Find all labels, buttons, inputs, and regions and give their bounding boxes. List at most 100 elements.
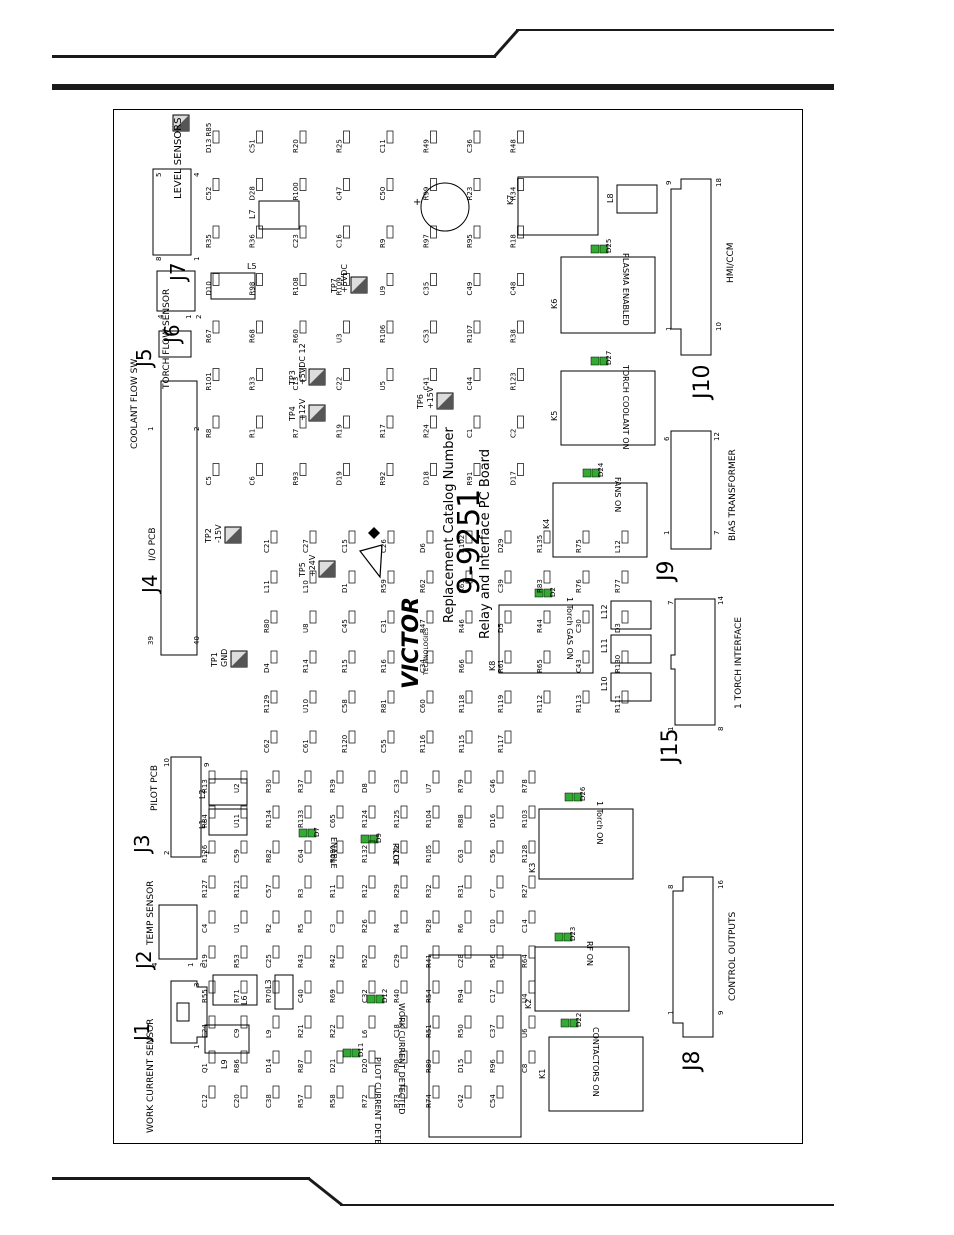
refdes-r109: R109: [336, 273, 350, 296]
svg-text:R124: R124: [361, 809, 369, 828]
refdes-r130: R130: [614, 650, 629, 673]
refdes-r78: R78: [521, 770, 536, 793]
svg-text:R120: R120: [341, 735, 349, 753]
svg-text:D8: D8: [361, 783, 369, 793]
refdes-r93: R93: [292, 463, 307, 486]
refdes-r6: R6: [457, 910, 472, 933]
test-point-name: +15V: [426, 386, 435, 409]
svg-text:R36: R36: [249, 234, 257, 248]
svg-text:7: 7: [713, 531, 721, 535]
connector-j7: J7 LEVEL SENSORS 5 8 1 4: [152, 118, 201, 283]
refdes-r55: R55: [201, 980, 216, 1003]
refdes-r22: R22: [329, 1015, 344, 1038]
refdes-l11: L11: [263, 570, 278, 593]
svg-text:10: 10: [715, 322, 723, 331]
refdes-c10: C10: [489, 910, 504, 933]
svg-text:L11: L11: [263, 580, 271, 593]
svg-text:C53: C53: [423, 329, 431, 343]
refdes-c12: C12: [201, 1085, 216, 1108]
refdes-r121: R121: [233, 875, 248, 898]
refdes-c15: C15: [341, 530, 356, 553]
refdes-d15: D15: [457, 1050, 472, 1073]
svg-text:2: 2: [163, 851, 171, 855]
refdes-c29: C29: [393, 945, 408, 968]
svg-text:PILOT PCB: PILOT PCB: [150, 765, 160, 811]
relay-k8: K8: [488, 604, 594, 674]
refdes-r94: R94: [457, 980, 472, 1003]
svg-text:1: 1: [147, 427, 155, 431]
svg-text:R18: R18: [510, 234, 518, 248]
svg-text:D28: D28: [249, 186, 257, 200]
led-id: D11: [357, 1043, 365, 1057]
refdes-r89: R89: [425, 1050, 440, 1073]
refdes-r69: R69: [329, 980, 344, 1003]
svg-text:HMI/CCM: HMI/CCM: [726, 242, 736, 283]
refdes-d19: D19: [336, 463, 350, 486]
svg-text:C38: C38: [265, 1094, 273, 1108]
refdes-c16: C16: [336, 225, 350, 248]
refdes-r64: R64: [521, 945, 536, 968]
refdes-d3: D3: [614, 610, 629, 633]
svg-text:C39: C39: [497, 579, 505, 593]
svg-text:D29: D29: [497, 539, 505, 553]
svg-text:R37: R37: [297, 779, 305, 793]
svg-text:BIAS TRANSFORMER: BIAS TRANSFORMER: [728, 449, 738, 541]
led-id: D26: [579, 786, 587, 801]
svg-text:C62: C62: [263, 739, 271, 753]
svg-text:R92: R92: [379, 472, 387, 486]
refdes-d28: D28: [249, 178, 263, 201]
connector-j4: J4 I/O PCB 1 2 39 40: [138, 380, 201, 656]
connector-j1: J1 WORK CURRENT SENSOR 3 1: [130, 980, 208, 1133]
svg-text:D4: D4: [263, 663, 271, 673]
svg-text:R87: R87: [297, 1059, 305, 1073]
refdes-u1: U1: [233, 910, 248, 933]
refdes-r38: R38: [510, 320, 524, 343]
svg-text:8: 8: [155, 257, 163, 261]
footer-rule-left: [52, 1177, 310, 1180]
refdes-c3: C3: [329, 910, 344, 933]
test-point-id: TP3: [288, 370, 297, 386]
svg-text:R106: R106: [379, 324, 387, 343]
svg-text:L9: L9: [220, 1059, 229, 1069]
refdes-r32: R32: [425, 875, 440, 898]
refdes-r14: R14: [302, 650, 317, 673]
svg-text:R55: R55: [201, 989, 209, 1003]
svg-text:R13: R13: [201, 779, 209, 793]
refdes-d4: D4: [263, 650, 278, 673]
svg-text:L11: L11: [600, 638, 609, 653]
svg-text:R59: R59: [380, 579, 388, 593]
test-point-tp5: TP5+24V: [298, 554, 336, 578]
refdes-r96: R96: [489, 1050, 504, 1073]
svg-text:U8: U8: [302, 623, 310, 633]
svg-text:L12: L12: [600, 604, 609, 619]
refdes-d6: D6: [419, 530, 434, 553]
svg-text:9: 9: [665, 181, 673, 185]
refdes-r88: R88: [457, 805, 472, 828]
svg-text:8: 8: [667, 885, 675, 889]
svg-text:40: 40: [193, 636, 201, 645]
svg-text:L12: L12: [614, 540, 622, 553]
refdes-c41: C41: [423, 368, 437, 391]
svg-text:R121: R121: [233, 880, 241, 898]
refdes-r44: R44: [536, 610, 551, 633]
svg-text:C27: C27: [302, 539, 310, 553]
svg-text:C46: C46: [489, 779, 497, 793]
svg-text:C57: C57: [265, 884, 273, 898]
svg-text:1: 1: [193, 1045, 201, 1049]
led-label: 1 Torch GAS ON: [565, 597, 574, 660]
led-label: PILOT CURRENT DETECTED: [373, 1057, 382, 1144]
relay-k4: K4: [542, 482, 648, 558]
refdes-c8: C8: [521, 1050, 536, 1073]
test-point-tp4: TP4+12V: [288, 398, 326, 422]
svg-text:K4: K4: [542, 519, 551, 529]
refdes-c35: C35: [423, 273, 437, 296]
svg-text:R96: R96: [489, 1059, 497, 1073]
refdes-d14: D14: [265, 1050, 280, 1073]
refdes-c27: C27: [302, 530, 317, 553]
connector-j3: J3 PILOT PCB 10 9 2 1: [130, 756, 211, 858]
